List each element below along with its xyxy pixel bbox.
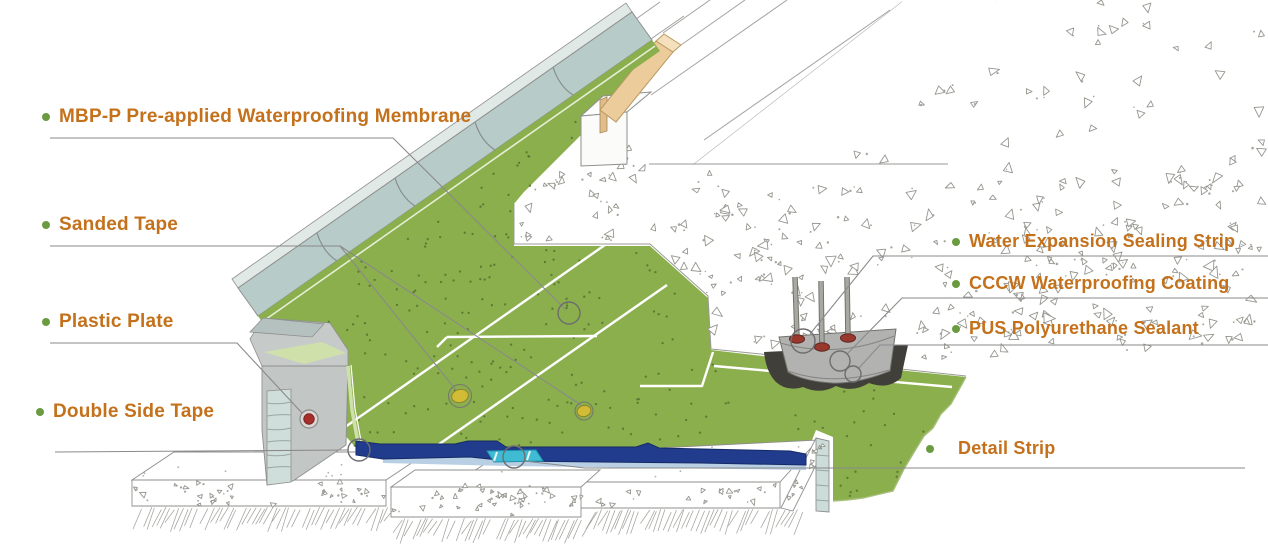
leader-double-side-tape [54,449,349,453]
leader-membrane [50,137,567,311]
bullet-icon [952,324,960,333]
callout-pus: PUS Polyurethane Sealant [952,318,1199,339]
marker-water-expansion [790,328,816,354]
leader-cccw [846,297,1268,355]
marker-membrane [557,301,581,325]
callout-label: PUS Polyurethane Sealant [969,318,1199,338]
bullet-icon [952,279,960,288]
leader-sanded-tape-2 [339,245,582,406]
callout-label: Double Side Tape [53,401,215,422]
callout-double-side-tape: Double Side Tape [36,401,214,423]
bullet-icon [42,221,50,229]
callout-label: Water Expansion Sealing Strip [969,231,1236,251]
bullet-icon [926,444,934,453]
marker-detail-strip [502,445,526,469]
callout-label: Sanded Tape [59,214,179,235]
leader-detail-strip [523,460,1245,469]
callout-label: CCCW Waterproofing Coating [969,273,1230,293]
callout-markers [299,301,862,469]
callout-cccw: CCCW Waterproofing Coating [952,273,1230,294]
bullet-icon [952,237,960,246]
bullet-icon [36,408,44,416]
bullet-icon [42,113,50,121]
bullet-icon [42,318,50,326]
callout-label: Plastic Plate [59,311,174,332]
leader-pus [857,344,1268,370]
soil-hatch [132,506,804,544]
sanded-tape-spot-1 [451,388,469,404]
marker-cccw [829,350,851,372]
marker-double-side-tape [347,438,371,462]
callout-membrane: MBP-P Pre-applied Waterproofing Membrane [42,106,471,128]
leader-plastic-plate [50,342,303,414]
pile-head-concrete [778,328,897,384]
callout-detail-strip: Detail Strip [926,438,1055,459]
marker-pus [844,365,862,383]
callout-label: Detail Strip [958,438,1056,458]
callout-sanded-tape: Sanded Tape [42,214,178,236]
concrete-stipple [519,0,1267,360]
protection-board [231,2,660,327]
pile-head-assembly [764,276,908,391]
callout-label: MBP-P Pre-applied Waterproofing Membrane [59,106,472,127]
edge-strip-assembly [355,440,807,470]
sanded-tape-spot-2 [576,404,592,418]
callout-plastic-plate: Plastic Plate [42,311,174,333]
water-expansion-strip-collars [789,333,856,352]
slab-stipple [133,443,826,517]
leader-lines [50,137,1268,469]
leader-water-expansion [809,255,1268,335]
rebar-pins [792,276,851,347]
callout-water-expansion: Water Expansion Sealing Strip [952,231,1235,252]
